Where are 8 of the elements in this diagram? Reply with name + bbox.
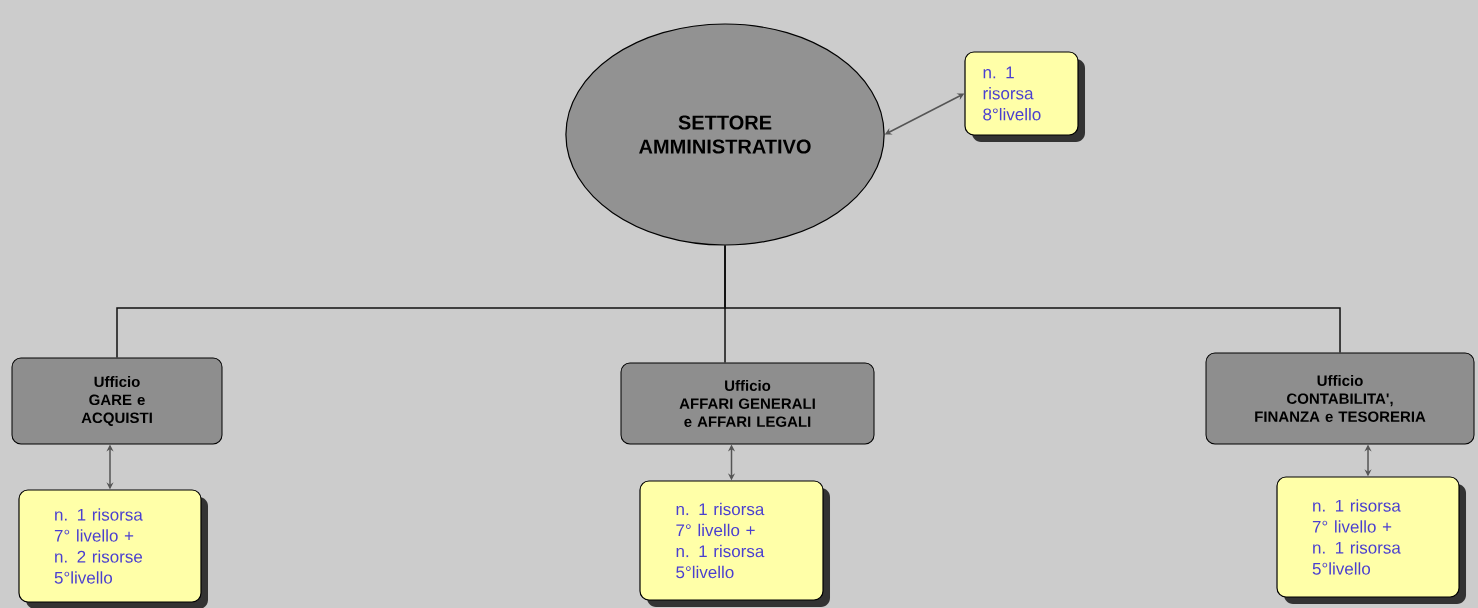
office-box: Ufficio CONTABILITA', FINANZA e TESORERIA	[1205, 352, 1475, 445]
resource-note: n. 1 risorsa 7° livello + n. 2 risorse 5°livello	[18, 489, 208, 608]
resource-note: n. 1 risorsa 8°livello	[964, 51, 1085, 142]
office-box: Ufficio AFFARI GENERALI e AFFARI LEGALI	[620, 362, 875, 445]
resource-note: n. 1 risorsa 7° livello + n. 1 risorsa 5°livello	[1276, 476, 1466, 604]
connector-line	[724, 244, 1341, 354]
resource-note: n. 1 risorsa 7° livello + n. 1 risorsa 5°livello	[639, 480, 830, 607]
office-box: Ufficio GARE e ACQUISTI	[11, 357, 223, 445]
